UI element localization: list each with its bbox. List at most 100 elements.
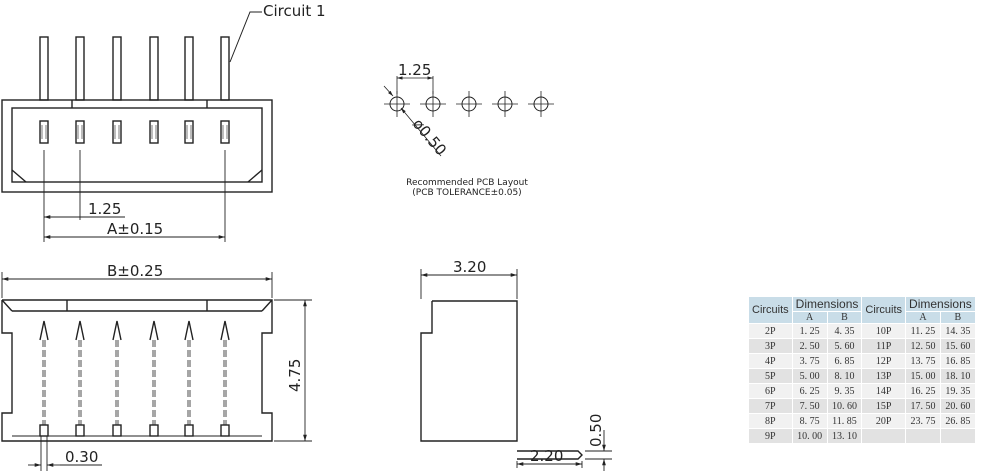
- circuit-cell: 20P: [861, 413, 907, 429]
- pcb-caption-line1: Recommended PCB Layout: [406, 178, 528, 188]
- dim-a-cell: 15. 00: [905, 368, 941, 384]
- top-view-contact-slots: [39, 120, 230, 144]
- contact-slot: [39, 120, 49, 144]
- top-view: [1, 11, 273, 242]
- contact-foot: [184, 424, 194, 437]
- top-pin: [220, 36, 230, 101]
- dim-b-cell: 26. 85: [939, 413, 976, 429]
- contact-slot: [220, 120, 230, 144]
- dim-b-cell: 5. 60: [826, 338, 863, 354]
- pcb-caption-line2: (PCB TOLERANCE±0.05): [412, 188, 521, 198]
- circuit-cell: 7P: [748, 398, 793, 414]
- contact-foot: [112, 424, 122, 437]
- circuit-cell: 14P: [861, 383, 907, 399]
- circuit-cell: 10P: [861, 323, 907, 339]
- top-view-pins: [39, 36, 230, 101]
- front-view: [1, 272, 312, 471]
- dim-b-cell: 13. 10: [826, 428, 863, 444]
- dim-b-cell: 10. 60: [826, 398, 863, 414]
- contact-tip: [75, 320, 85, 341]
- contact-foot: [75, 424, 85, 437]
- pin-thickness-dimension-label: 0.50: [587, 414, 605, 447]
- dim-a-cell: 16. 25: [905, 383, 941, 399]
- header-b-right: B: [939, 311, 976, 324]
- dim-b-cell: 19. 35: [939, 383, 976, 399]
- contact-tip: [112, 320, 122, 341]
- contact-slot: [75, 120, 85, 144]
- dim-a-cell: 23. 75: [905, 413, 941, 429]
- dim-a-cell: 13. 75: [905, 353, 941, 369]
- contact-foot: [149, 424, 159, 437]
- dim-a-cell: 2. 50: [791, 338, 828, 354]
- header-dimensions-right: Dimensions: [905, 296, 976, 312]
- contact-slot: [184, 120, 194, 144]
- dim-a-cell: 3. 75: [791, 353, 828, 369]
- dim-a-cell: 5. 00: [791, 368, 828, 384]
- dimensions-table: Circuits Dimensions Circuits Dimensions …: [748, 296, 976, 444]
- contact-slot: [149, 120, 159, 144]
- dim-b-cell: 6. 85: [826, 353, 863, 369]
- header-a-left: A: [791, 311, 828, 324]
- depth-dimension-label: 3.20: [453, 258, 486, 276]
- circuit-cell: 8P: [748, 413, 793, 429]
- dim-b-cell: 9. 35: [826, 383, 863, 399]
- top-pin: [75, 36, 85, 101]
- dim-b-cell: 20. 60: [939, 398, 976, 414]
- circuit-cell: 11P: [861, 338, 907, 354]
- dim-b-cell: 16. 85: [939, 353, 976, 369]
- circuit-cell: [861, 428, 907, 444]
- contact-foot: [220, 424, 230, 437]
- dim-b-cell: 18. 10: [939, 368, 976, 384]
- header-circuits-right: Circuits: [861, 296, 907, 324]
- front-view-pins: [12, 320, 262, 437]
- top-pin: [149, 36, 159, 101]
- dim-a-cell: 7. 50: [791, 398, 828, 414]
- dim-a-cell: 11. 25: [905, 323, 941, 339]
- contact-tip: [184, 320, 194, 341]
- dim-a-cell: 17. 50: [905, 398, 941, 414]
- circuit-cell: 13P: [861, 368, 907, 384]
- dim-a-cell: 8. 75: [791, 413, 828, 429]
- side-view: [420, 269, 612, 471]
- top-pin: [184, 36, 194, 101]
- circuit-cell: 6P: [748, 383, 793, 399]
- pcb-layout: [383, 76, 554, 157]
- header-circuits-left: Circuits: [748, 296, 793, 324]
- top-pin: [112, 36, 122, 101]
- dimension-b-label: B±0.25: [107, 262, 163, 280]
- dim-a-cell: 12. 50: [905, 338, 941, 354]
- circuit-cell: 12P: [861, 353, 907, 369]
- dim-b-cell: 4. 35: [826, 323, 863, 339]
- circuit-cell: 4P: [748, 353, 793, 369]
- pin-length-dimension-label: 2.20: [530, 447, 563, 465]
- circuit-cell: 5P: [748, 368, 793, 384]
- pcb-holes: [384, 91, 554, 117]
- circuit-1-label: Circuit 1: [263, 2, 326, 20]
- dim-b-cell: 15. 60: [939, 338, 976, 354]
- header-b-left: B: [826, 311, 863, 324]
- circuit-cell: 3P: [748, 338, 793, 354]
- contact-tip: [149, 320, 159, 341]
- pin-width-dimension-label: 0.30: [65, 448, 98, 466]
- pitch-dimension-label: 1.25: [88, 200, 121, 218]
- pcb-pitch-label: 1.25: [398, 61, 431, 79]
- dim-b-cell: 14. 35: [939, 323, 976, 339]
- contact-tip: [39, 320, 49, 341]
- circuit-cell: 9P: [748, 428, 793, 444]
- dim-a-cell: 10. 00: [791, 428, 828, 444]
- dimension-a-label: A±0.15: [107, 220, 163, 238]
- contact-foot: [39, 424, 49, 437]
- dim-a-cell: 1. 25: [791, 323, 828, 339]
- hole-diameter-label: ø0.50: [409, 115, 450, 159]
- top-pin: [39, 36, 49, 101]
